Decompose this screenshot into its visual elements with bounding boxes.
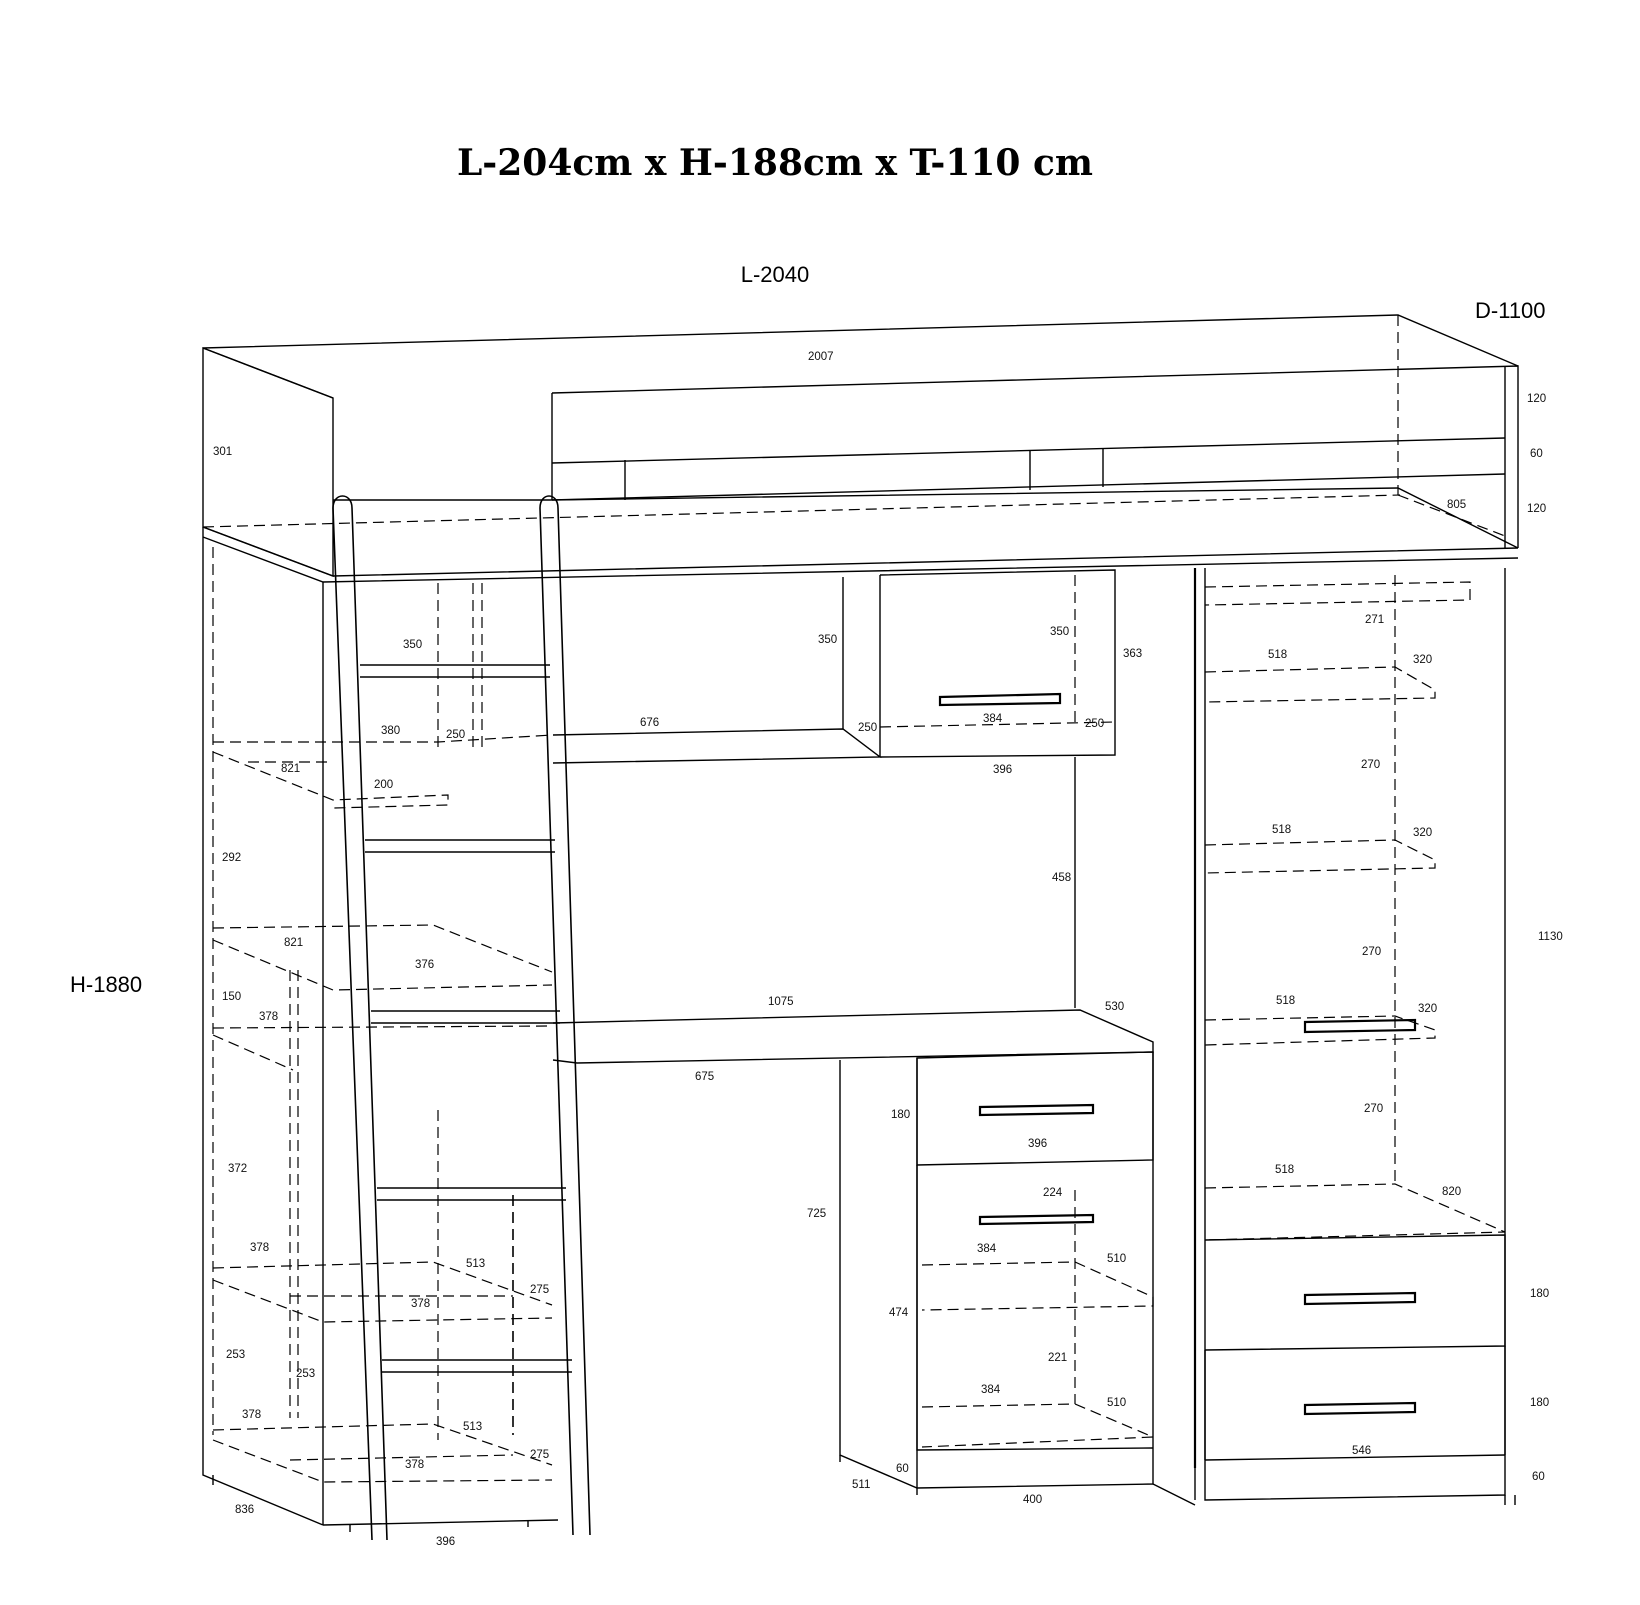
dim-label: 518 — [1268, 649, 1287, 661]
dimension-labels: 2007 301 120 60 120 805 350 350 350 363 … — [213, 351, 1563, 1548]
dim-label: 275 — [530, 1449, 549, 1461]
dim-label: 60 — [896, 1463, 909, 1475]
line-drawing — [202, 314, 1519, 1541]
dim-label: 60 — [1532, 1471, 1545, 1483]
dim-label: 320 — [1413, 654, 1432, 666]
dim-label: 320 — [1413, 827, 1432, 839]
dim-label: 820 — [1442, 1186, 1461, 1198]
dim-label: 120 — [1527, 503, 1546, 515]
dim-label: 378 — [405, 1459, 424, 1471]
dim-label: 372 — [228, 1163, 247, 1175]
dim-label: 378 — [411, 1298, 430, 1310]
dim-label: 821 — [284, 937, 303, 949]
dim-label: 363 — [1123, 648, 1142, 660]
dim-label: 384 — [977, 1243, 997, 1255]
dim-label: 2007 — [808, 351, 834, 363]
dim-label: 292 — [222, 852, 241, 864]
dim-label: 250 — [1085, 718, 1104, 730]
dim-label: 396 — [1028, 1138, 1047, 1150]
dim-label: 396 — [436, 1536, 455, 1548]
dim-label: 378 — [259, 1011, 278, 1023]
dim-label: 150 — [222, 991, 241, 1003]
dim-label: 350 — [403, 639, 422, 651]
dim-label: 253 — [296, 1368, 315, 1380]
dim-label: 518 — [1272, 824, 1291, 836]
dim-label: 253 — [226, 1349, 245, 1361]
dim-label: 384 — [983, 713, 1003, 725]
dim-label: 400 — [1023, 1494, 1042, 1506]
dim-label: 350 — [1050, 626, 1069, 638]
dim-label: 60 — [1530, 448, 1543, 460]
dim-label: 275 — [530, 1284, 549, 1296]
dim-label: 513 — [466, 1258, 485, 1270]
dim-label: 518 — [1275, 1164, 1294, 1176]
dim-label: 1075 — [768, 996, 794, 1008]
dim-label: 511 — [852, 1479, 870, 1491]
dim-label: 350 — [818, 634, 837, 646]
dim-label: 380 — [381, 725, 400, 737]
dim-label: 250 — [858, 722, 877, 734]
dim-label: 510 — [1107, 1397, 1126, 1409]
dim-label: 221 — [1048, 1352, 1067, 1364]
drawing-title: L-204cm x H-188cm x T-110 cm — [457, 142, 1093, 184]
dim-label: 320 — [1418, 1003, 1437, 1015]
dim-label: 270 — [1361, 759, 1380, 771]
dim-label: 180 — [891, 1109, 910, 1121]
dim-label: 224 — [1043, 1187, 1063, 1199]
dim-label: 376 — [415, 959, 434, 971]
dim-label: 458 — [1052, 872, 1071, 884]
dim-label: 180 — [1530, 1397, 1549, 1409]
dim-label: 378 — [250, 1242, 269, 1254]
dim-label: 384 — [981, 1384, 1001, 1396]
overall-length: L-2040 — [741, 262, 810, 287]
dim-label: 180 — [1530, 1288, 1549, 1300]
dim-label: 474 — [889, 1307, 909, 1319]
dim-label: 805 — [1447, 499, 1466, 511]
dim-label: 1130 — [1538, 931, 1563, 943]
dim-label: 378 — [242, 1409, 261, 1421]
dim-label: 270 — [1364, 1103, 1383, 1115]
dim-label: 676 — [640, 717, 659, 729]
dim-label: 546 — [1352, 1445, 1371, 1457]
dim-label: 836 — [235, 1504, 254, 1516]
dim-label: 301 — [213, 446, 232, 458]
dim-label: 271 — [1365, 614, 1384, 626]
dim-label: 250 — [446, 729, 465, 741]
dim-label: 510 — [1107, 1253, 1126, 1265]
dim-label: 396 — [993, 764, 1012, 776]
dim-label: 675 — [695, 1071, 714, 1083]
dim-label: 821 — [281, 763, 300, 775]
dim-label: 725 — [807, 1208, 826, 1220]
dim-label: 530 — [1105, 1001, 1124, 1013]
dim-label: 270 — [1362, 946, 1381, 958]
overall-depth: D-1100 — [1475, 298, 1546, 323]
dim-label: 513 — [463, 1421, 482, 1433]
overall-height: H-1880 — [70, 972, 142, 997]
dim-label: 120 — [1527, 393, 1546, 405]
dim-label: 518 — [1276, 995, 1295, 1007]
dim-label: 200 — [374, 779, 393, 791]
